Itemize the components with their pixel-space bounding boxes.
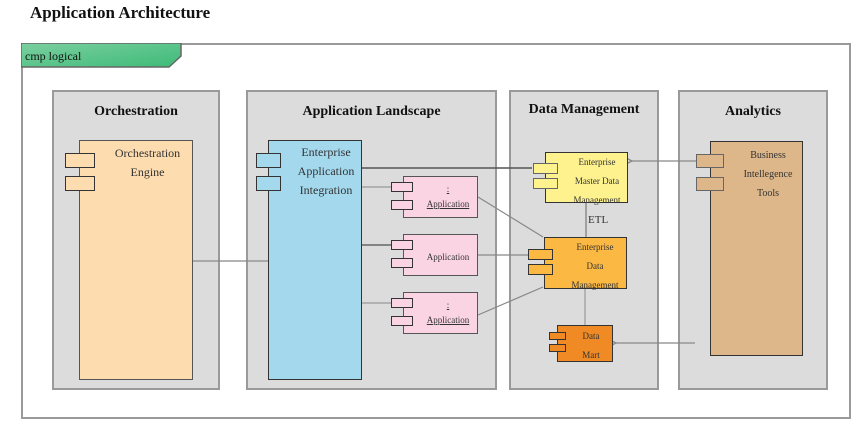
port-icon [528, 264, 553, 275]
component-label: : Application [426, 184, 470, 209]
component-orchestration-engine[interactable] [79, 140, 193, 380]
component-business-intelligence-tools[interactable] [710, 141, 803, 356]
component-application-2[interactable] [403, 234, 478, 276]
port-icon [391, 182, 413, 192]
port-icon [391, 200, 413, 210]
port-icon [533, 178, 558, 189]
component-label: Business Intellegence Tools [743, 150, 793, 199]
component-label: Application [426, 252, 470, 262]
component-data-mart[interactable] [557, 325, 613, 362]
port-icon [528, 249, 553, 260]
port-icon [549, 344, 566, 352]
port-icon [256, 153, 281, 168]
port-icon [549, 332, 566, 340]
diagram-title: Application Architecture [30, 3, 211, 22]
port-icon [696, 177, 724, 191]
port-icon [391, 258, 413, 268]
group-title: Application Landscape [302, 104, 441, 119]
component-enterprise-application-integration[interactable] [268, 140, 362, 380]
port-icon [533, 163, 558, 174]
etl-label: ETL [588, 214, 609, 226]
port-icon [65, 153, 95, 168]
group-title: Orchestration [94, 104, 178, 119]
component-label: Orchestration Engine [114, 146, 181, 179]
component-label: Enterprise Application Integration [297, 145, 355, 197]
port-icon [65, 176, 95, 191]
component-label: : Application [426, 300, 470, 325]
port-icon [696, 154, 724, 168]
component-application-3[interactable] [403, 292, 478, 334]
component-label: Enterprise Data Management [571, 242, 619, 290]
port-icon [391, 316, 413, 326]
group-title: Analytics [725, 104, 781, 119]
component-label: Data Mart [582, 331, 600, 360]
port-icon [391, 240, 413, 250]
frame-tab [21, 43, 182, 68]
group-title: Data Management [528, 102, 640, 117]
component-enterprise-data-management[interactable] [544, 237, 627, 289]
diagram-frame [21, 43, 851, 419]
port-icon [256, 176, 281, 191]
component-enterprise-master-data-management[interactable] [545, 152, 628, 203]
frame-label: cmp logical [25, 49, 82, 63]
port-icon [391, 298, 413, 308]
component-application-1[interactable] [403, 176, 478, 218]
component-label: Enterprise Master Data Management [573, 157, 621, 205]
